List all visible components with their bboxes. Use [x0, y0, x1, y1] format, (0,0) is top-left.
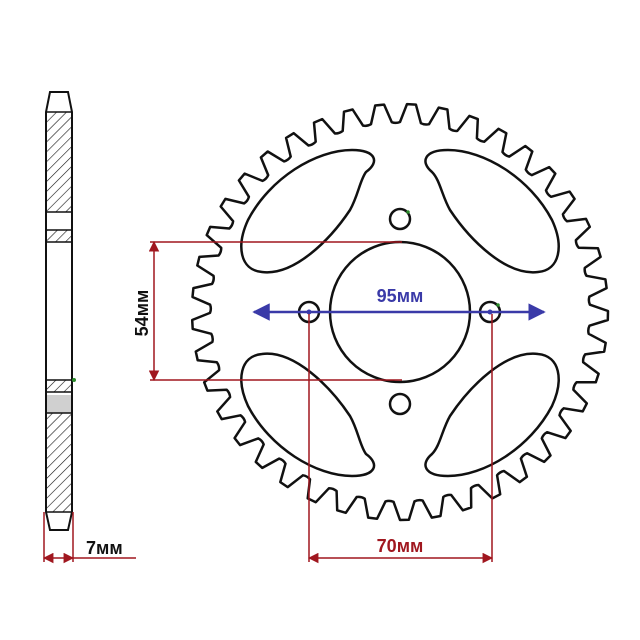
side-hatch-lower-band	[47, 380, 71, 392]
bolt-hole-bottom	[388, 392, 412, 416]
bore-dimension: 54мм	[132, 240, 402, 382]
lightening-cutouts	[240, 148, 560, 478]
pcd-dimension: 95мм	[252, 286, 546, 321]
side-hatch-upper-band	[47, 230, 71, 242]
cutout-bottom-right	[424, 352, 560, 478]
bolt-hole-top	[388, 207, 412, 231]
bolt-spacing-dimension: 70мм	[307, 314, 494, 564]
cutout-top-left	[240, 148, 376, 274]
side-bore-shaded	[47, 395, 71, 413]
bolt-spacing-label: 70мм	[377, 536, 424, 556]
side-hatch-upper	[47, 112, 71, 212]
side-hatch-lower	[47, 413, 71, 512]
side-section-view	[45, 91, 76, 531]
thickness-label: 7мм	[86, 538, 123, 558]
cutout-top-right	[424, 148, 560, 274]
bore-label: 54мм	[132, 290, 152, 337]
thickness-dimension: 7мм	[42, 512, 136, 564]
pcd-label: 95мм	[377, 286, 424, 306]
cutout-bottom-left	[240, 352, 376, 478]
